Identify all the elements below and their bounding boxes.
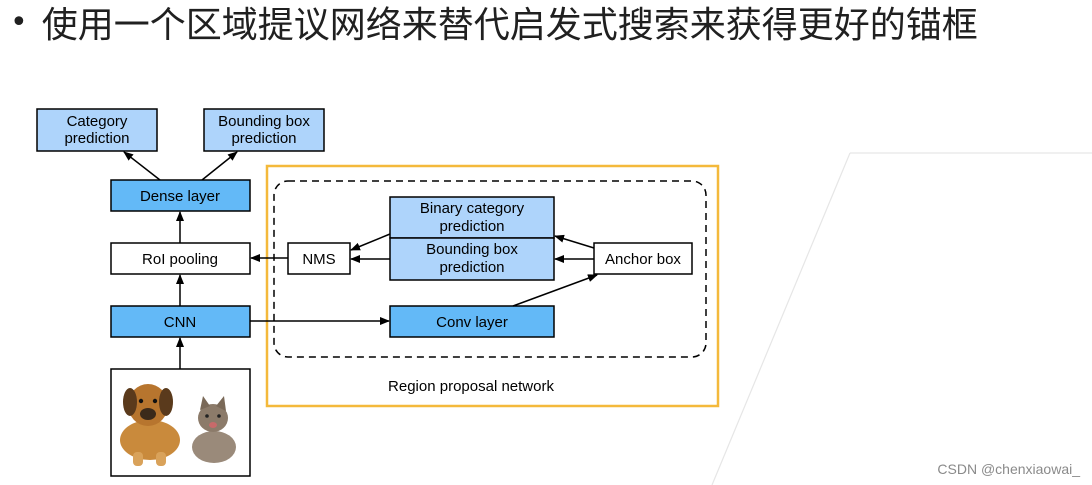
input-image xyxy=(110,368,251,477)
arrow-binary-to-nms xyxy=(350,233,391,251)
rpn-bbox-line-1: Bounding box xyxy=(426,241,518,258)
bullet-icon: • xyxy=(10,4,28,40)
nms-label: NMS xyxy=(302,251,335,268)
svg-text:prediction: prediction xyxy=(64,130,129,147)
background-decoration xyxy=(711,152,1092,485)
arrow-anchor-to-binary xyxy=(554,234,595,249)
region-proposal-label: Region proposal network xyxy=(388,378,554,395)
binary-category-line-2: prediction xyxy=(439,218,504,235)
arrow-conv-to-anchor xyxy=(512,274,598,307)
dense-layer-label: Dense layer xyxy=(140,188,220,205)
arrow-dense-to-bbox xyxy=(201,151,238,181)
dense-layer-box: Dense layer xyxy=(110,179,251,212)
svg-text:Bounding box: Bounding box xyxy=(218,113,310,130)
diagram-arrows xyxy=(123,151,598,369)
svg-text:Category: Category xyxy=(67,113,128,130)
bbox-prediction-top-line-2: prediction xyxy=(231,130,296,147)
conv-layer-box: Conv layer xyxy=(389,305,555,338)
slide-headline: • 使用一个区域提议网络来替代启发式搜索来获得更好的锚框 xyxy=(4,0,978,47)
category-prediction-line-1: Category xyxy=(67,113,128,130)
dog-illustration xyxy=(120,384,180,466)
svg-text:prediction: prediction xyxy=(439,218,504,235)
headline-text: 使用一个区域提议网络来替代启发式搜索来获得更好的锚框 xyxy=(41,5,978,46)
anchor-box-label: Anchor box xyxy=(605,251,681,268)
cnn-label: CNN xyxy=(164,314,197,331)
svg-text:Binary category: Binary category xyxy=(420,200,525,217)
conv-layer-label: Conv layer xyxy=(436,314,508,331)
csdn-watermark: CSDN @chenxiaowai_ xyxy=(937,461,1080,477)
cat-illustration xyxy=(192,396,236,463)
binary-category-prediction-box: Binary category prediction xyxy=(389,196,555,239)
rpn-bbox-line-2: prediction xyxy=(439,259,504,276)
binary-category-line-1: Binary category xyxy=(420,200,525,217)
arrow-dense-to-category xyxy=(123,151,161,181)
svg-text:Bounding box: Bounding box xyxy=(426,241,518,258)
cnn-box: CNN xyxy=(110,305,251,338)
svg-text:prediction: prediction xyxy=(439,259,504,276)
rpn-dashed-container xyxy=(273,180,707,358)
category-prediction-box: Category prediction xyxy=(36,108,158,152)
category-prediction-line-2: prediction xyxy=(64,130,129,147)
anchor-box-node: Anchor box xyxy=(593,242,693,275)
svg-text:prediction: prediction xyxy=(231,130,296,147)
nms-box: NMS xyxy=(287,242,351,275)
bbox-prediction-top-line-1: Bounding box xyxy=(218,113,310,130)
roi-pooling-box: RoI pooling xyxy=(110,242,251,275)
bbox-prediction-top-box: Bounding box prediction xyxy=(203,108,325,152)
roi-pooling-label: RoI pooling xyxy=(142,251,218,268)
rpn-bbox-prediction-box: Bounding box prediction xyxy=(389,237,555,281)
region-proposal-frame xyxy=(265,164,720,408)
